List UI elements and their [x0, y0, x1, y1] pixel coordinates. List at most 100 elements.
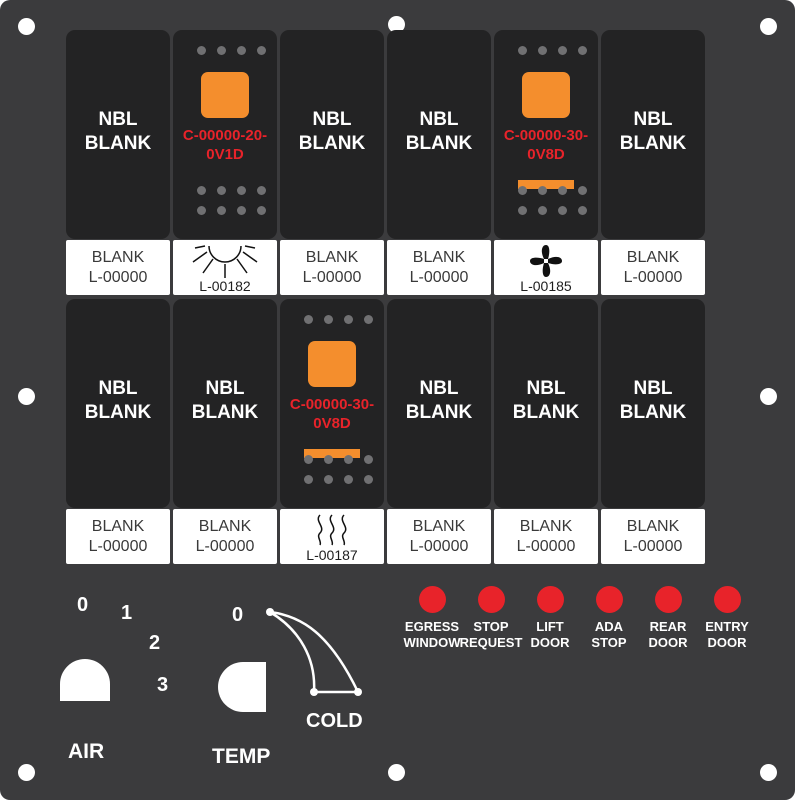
heat-icon — [280, 511, 384, 554]
red-indicator-light — [596, 586, 623, 613]
indicator-dot — [518, 206, 527, 215]
switch-label: NBL BLANK — [84, 378, 152, 423]
legend-text: BLANK L-00000 — [409, 249, 469, 286]
mounting-hole — [760, 388, 777, 405]
amber-indicator-bar — [304, 449, 360, 458]
legend-label: BLANK L-00000 — [494, 509, 598, 564]
legend-label: BLANK L-00000 — [66, 240, 170, 295]
switch-part-number: C-00000-30- 0V8D — [289, 396, 375, 432]
indicator-dot — [558, 46, 567, 55]
switch-label: NBL BLANK — [405, 378, 473, 423]
amber-lamp — [522, 72, 570, 118]
indicator-dot — [217, 186, 226, 195]
air-knob[interactable] — [60, 659, 110, 701]
indicator-dot — [237, 186, 246, 195]
switch-label: NBL BLANK — [298, 109, 366, 154]
legend-code: L-00187 — [306, 547, 358, 563]
temp-range-indicator — [266, 608, 362, 696]
indicator-dot — [217, 206, 226, 215]
blank-switch[interactable]: NBL BLANK — [601, 30, 705, 239]
lighted-rocker-switch[interactable]: C-00000-30- 0V8D — [494, 30, 598, 239]
blank-switch[interactable]: NBL BLANK — [280, 30, 384, 239]
red-indicator-light — [478, 586, 505, 613]
red-indicator-light — [714, 586, 741, 613]
legend-text: BLANK L-00000 — [623, 518, 683, 555]
lighted-rocker-switch[interactable]: C-00000-30- 0V8D — [280, 299, 384, 508]
indicator-dot — [197, 46, 206, 55]
indicator-dot — [578, 46, 587, 55]
indicator-dot — [518, 186, 527, 195]
mounting-hole — [760, 764, 777, 781]
red-indicator-light — [419, 586, 446, 613]
sun-icon — [173, 242, 277, 285]
switch-label: NBL BLANK — [84, 109, 152, 154]
switch-label: NBL BLANK — [619, 109, 687, 154]
legend-text: BLANK L-00000 — [88, 249, 148, 286]
legend-text: BLANK L-00000 — [195, 518, 255, 555]
blank-switch[interactable]: NBL BLANK — [66, 30, 170, 239]
legend-label: BLANK L-00000 — [66, 509, 170, 564]
indicator-dot — [344, 455, 353, 464]
indicator-dot — [257, 186, 266, 195]
indicator-dot — [257, 206, 266, 215]
switch-label: NBL BLANK — [191, 378, 259, 423]
legend-label: L-00187 — [280, 509, 384, 564]
mounting-hole — [18, 18, 35, 35]
indicator-dot — [344, 315, 353, 324]
mounting-hole — [18, 388, 35, 405]
amber-lamp — [308, 341, 356, 387]
indicator-dot — [538, 46, 547, 55]
air-position-1: 1 — [121, 602, 133, 624]
indicator-dot — [538, 206, 547, 215]
legend-text: BLANK L-00000 — [302, 249, 362, 286]
blank-switch[interactable]: NBL BLANK — [494, 299, 598, 508]
indicator-label: LIFT DOOR — [530, 619, 570, 650]
blank-switch[interactable]: NBL BLANK — [387, 30, 491, 239]
blank-switch[interactable]: NBL BLANK — [173, 299, 277, 508]
indicator-dot — [558, 186, 567, 195]
indicator-dot — [344, 475, 353, 484]
air-position-2: 2 — [149, 632, 161, 654]
indicator-dot — [558, 206, 567, 215]
legend-code: L-00185 — [520, 278, 572, 294]
blank-switch[interactable]: NBL BLANK — [601, 299, 705, 508]
red-indicator-light — [655, 586, 682, 613]
indicator-dot — [364, 455, 373, 464]
mounting-hole — [388, 16, 405, 33]
indicator-dot — [578, 206, 587, 215]
indicator-dot — [324, 315, 333, 324]
mounting-hole — [760, 18, 777, 35]
air-title: AIR — [68, 740, 105, 763]
indicator-dot — [364, 475, 373, 484]
indicator-dot — [324, 455, 333, 464]
indicator-label: REAR DOOR — [648, 619, 688, 650]
legend-text: BLANK L-00000 — [623, 249, 683, 286]
indicator-dot — [304, 455, 313, 464]
lighted-rocker-switch[interactable]: C-00000-20- 0V1D — [173, 30, 277, 239]
legend-label: BLANK L-00000 — [173, 509, 277, 564]
indicator-dot — [237, 46, 246, 55]
switch-label: NBL BLANK — [512, 378, 580, 423]
temp-position-0: 0 — [232, 604, 244, 626]
blank-switch[interactable]: NBL BLANK — [66, 299, 170, 508]
legend-label: BLANK L-00000 — [387, 509, 491, 564]
temp-knob[interactable] — [218, 662, 266, 712]
legend-label: BLANK L-00000 — [280, 240, 384, 295]
air-position-3: 3 — [157, 674, 169, 696]
legend-code: L-00182 — [199, 278, 251, 294]
switch-label: NBL BLANK — [619, 378, 687, 423]
amber-indicator-bar — [518, 180, 574, 189]
fan-icon — [494, 242, 598, 285]
indicator-dot — [197, 206, 206, 215]
indicator-dot — [197, 186, 206, 195]
temp-title: TEMP — [212, 745, 271, 768]
indicator-label: STOP REQUEST — [459, 619, 523, 650]
legend-label: BLANK L-00000 — [601, 509, 705, 564]
blank-switch[interactable]: NBL BLANK — [387, 299, 491, 508]
switch-label: NBL BLANK — [405, 109, 473, 154]
legend-label: BLANK L-00000 — [387, 240, 491, 295]
mounting-hole — [388, 764, 405, 781]
indicator-label: ADA STOP — [591, 619, 627, 650]
indicator-dot — [304, 315, 313, 324]
